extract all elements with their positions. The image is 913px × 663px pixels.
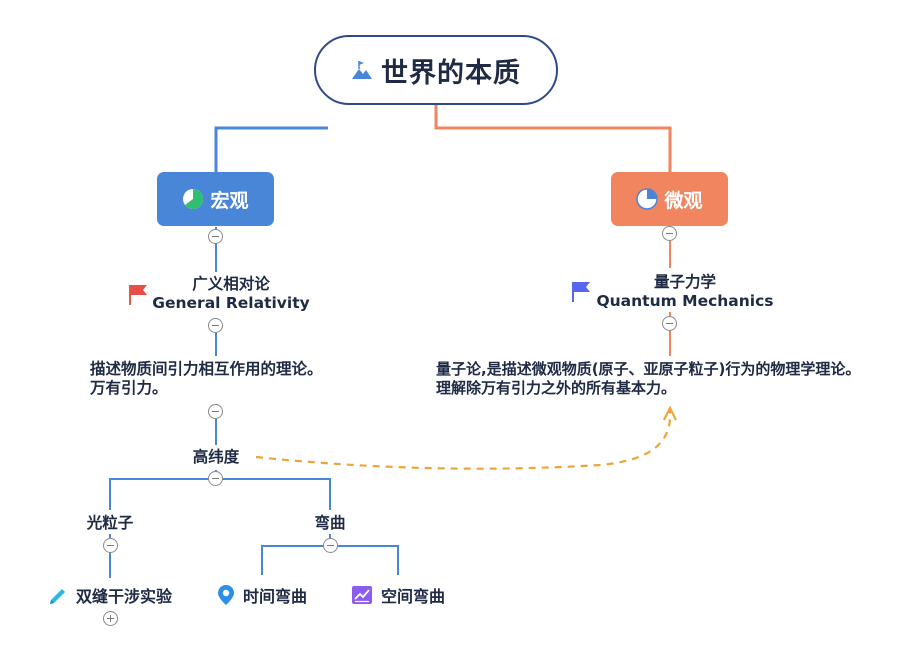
topic-general-relativity-en: General Relativity xyxy=(152,294,310,312)
topic-time-bending-label: 时间弯曲 xyxy=(243,587,308,606)
branch-micro[interactable]: 微观 xyxy=(611,172,728,226)
branch-macro[interactable]: 宏观 xyxy=(157,172,274,226)
macro-description[interactable]: 描述物质间引力相互作用的理论。 万有引力。 xyxy=(90,360,323,398)
collapse-toggle-description[interactable] xyxy=(208,404,223,419)
topic-quantum-mechanics[interactable]: 量子力学 Quantum Mechanics xyxy=(592,273,778,311)
collapse-toggle-micro[interactable] xyxy=(662,226,677,241)
topic-quantum-mechanics-cn: 量子力学 xyxy=(653,273,716,291)
root-title: 世界的本质 xyxy=(381,57,521,89)
topic-space-bending-label: 空间弯曲 xyxy=(381,587,446,606)
connector-root-micro xyxy=(434,105,672,172)
micro-description-line2: 理解除万有引力之外的所有基本力。 xyxy=(436,379,677,397)
topic-general-relativity-cn: 广义相对论 xyxy=(192,275,270,293)
trend-chart-icon xyxy=(351,585,373,605)
topic-general-relativity[interactable]: 广义相对论 General Relativity xyxy=(150,275,312,313)
collapse-toggle-relativity[interactable] xyxy=(208,318,223,333)
connector-root-macro xyxy=(214,126,328,172)
branch-micro-label: 微观 xyxy=(664,189,703,212)
relation-arrow xyxy=(255,409,672,470)
topic-high-dimension[interactable]: 高纬度 xyxy=(176,448,256,467)
mountain-flag-icon xyxy=(351,60,373,80)
collapse-toggle-quantum[interactable] xyxy=(662,316,677,331)
macro-description-line1: 描述物质间引力相互作用的理论。 xyxy=(90,360,323,378)
location-pin-icon xyxy=(217,584,235,606)
pie-chart-icon xyxy=(182,188,204,210)
blue-flag-icon xyxy=(569,279,593,307)
topic-time-bending[interactable]: 时间弯曲 xyxy=(217,583,307,607)
topic-photon[interactable]: 光粒子 xyxy=(70,514,150,533)
collapse-toggle-high-dimension[interactable] xyxy=(208,471,223,486)
red-flag-icon xyxy=(126,282,150,310)
expand-toggle-double-slit[interactable] xyxy=(103,611,118,626)
pie-chart-icon xyxy=(636,188,659,210)
branch-macro-label: 宏观 xyxy=(210,189,249,212)
topic-double-slit-label: 双缝干涉实验 xyxy=(76,587,173,606)
root-topic[interactable]: 世界的本质 xyxy=(314,35,558,105)
macro-description-line2: 万有引力。 xyxy=(90,379,168,397)
topic-bending[interactable]: 弯曲 xyxy=(290,514,370,533)
collapse-toggle-photon[interactable] xyxy=(103,538,118,553)
topic-high-dimension-label: 高纬度 xyxy=(192,448,240,466)
topic-double-slit[interactable]: 双缝干涉实验 xyxy=(48,583,172,607)
topic-quantum-mechanics-en: Quantum Mechanics xyxy=(596,292,774,310)
topic-bending-label: 弯曲 xyxy=(314,514,346,532)
micro-description-line1: 量子论,是描述微观物质(原子、亚原子粒子)行为的物理学理论。 xyxy=(436,360,861,378)
topic-photon-label: 光粒子 xyxy=(86,514,134,532)
collapse-toggle-bending[interactable] xyxy=(323,538,338,553)
relation-arrowhead xyxy=(663,405,677,421)
topic-space-bending[interactable]: 空间弯曲 xyxy=(351,583,445,607)
pencil-icon xyxy=(48,585,68,605)
micro-description[interactable]: 量子论,是描述微观物质(原子、亚原子粒子)行为的物理学理论。 理解除万有引力之外… xyxy=(436,360,860,398)
collapse-toggle-macro[interactable] xyxy=(208,229,223,244)
